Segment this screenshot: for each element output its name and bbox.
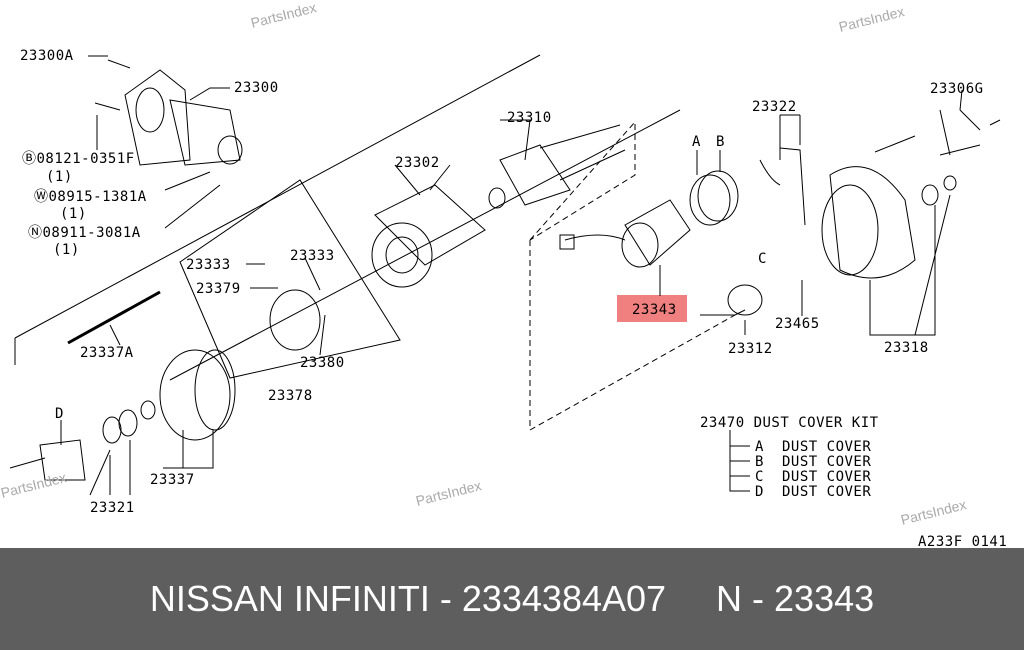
part-label[interactable]: 23337A [80,345,134,361]
exploded-starter-diagram [9,54,1001,496]
highlighted-part-label-bg [617,295,687,322]
kit-item-letter: B [755,454,764,470]
solenoid [559,199,691,268]
part-label[interactable]: 23310 [507,110,552,126]
footer-bar: NISSAN INFINITI - 2334384A07 N - 23343 [0,548,1024,650]
part-label[interactable]: 23306G [930,81,984,97]
part-label[interactable]: 23312 [728,341,773,357]
kit-title[interactable]: 23470 DUST COVER KIT [700,415,879,431]
part-label[interactable]: Ⓦ08915-1381A [34,189,147,205]
part-label[interactable]: 23300A [20,48,74,64]
dust-cover-a [689,174,731,226]
part-letter: B [716,134,725,150]
footer-diagram-number: N - 23343 [716,578,875,619]
part-letter: A [692,134,701,150]
quantity-label: (1) [60,206,87,222]
part-label[interactable]: 23302 [395,155,440,171]
part-label[interactable]: 23333 [186,257,231,273]
dust-cover-b [697,170,739,222]
starter-motor [94,59,243,166]
part-letter: C [758,251,767,267]
rear-cover [159,349,231,441]
part-label[interactable]: 23465 [775,316,820,332]
part-label[interactable]: 23321 [90,500,135,516]
part-label[interactable]: 23300 [234,80,279,96]
kit-item-letter: A [755,439,764,455]
part-label[interactable]: 23322 [752,99,797,115]
part-label[interactable]: 23380 [300,355,345,371]
kit-item-name: DUST COVER [782,439,872,455]
quantity-label: (1) [53,242,80,258]
armature [488,124,626,209]
part-label-highlighted[interactable]: 23343 [632,302,677,318]
part-letter: D [55,406,64,422]
pinion [727,284,763,316]
part-label[interactable]: Ⓑ08121-0351F [22,151,135,167]
yoke [371,184,486,288]
kit-item-name: DUST COVER [782,484,872,500]
part-label[interactable]: Ⓝ08911-3081A [28,225,141,241]
part-label[interactable]: 23318 [884,340,929,356]
part-label[interactable]: 23379 [196,281,241,297]
part-label[interactable]: 23378 [268,388,313,404]
brush-holder [269,289,321,351]
front-housing [821,166,957,279]
footer-brand-part-number: NISSAN INFINITI - 2334384A07 [149,578,667,619]
kit-item-name: DUST COVER [782,454,872,470]
kit-item-letter: C [755,469,764,485]
part-label[interactable]: 23337 [150,472,195,488]
quantity-label: (1) [46,169,73,185]
kit-item-name: DUST COVER [782,469,872,485]
kit-item-letter: D [755,484,764,500]
diagram-code: A233F 0141 [918,534,1008,550]
part-label[interactable]: 23333 [290,248,335,264]
